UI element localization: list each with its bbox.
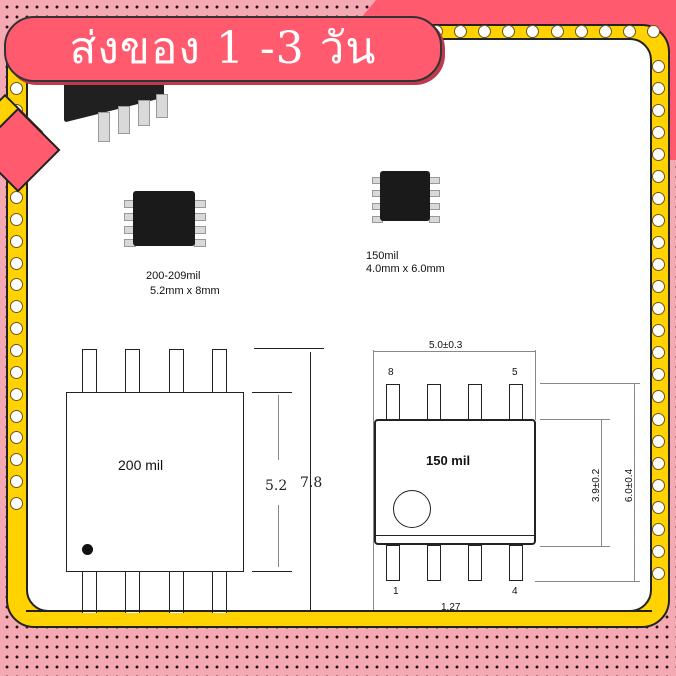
frame-dots-top — [430, 25, 660, 39]
caption-200mil-line1: 200-209mil — [146, 270, 201, 282]
caption-150mil-line1: 150mil — [366, 250, 399, 262]
diamond-decoration — [0, 93, 61, 193]
dim-150mil-width: 5.0±0.3 — [429, 340, 463, 351]
drawing-150mil-label: 150 mil — [426, 453, 471, 468]
dim-200mil-total: 7.8 — [300, 475, 323, 491]
content-bottom-border — [26, 610, 652, 612]
pin-label-5: 5 — [512, 367, 518, 378]
frame-dots-right — [652, 60, 666, 580]
caption-200mil-line2: 5.2mm x 8mm — [150, 285, 220, 297]
pin-label-8: 8 — [388, 367, 394, 378]
dim-200mil-body: 5.2 — [265, 478, 288, 494]
pin1-marker-circle — [393, 490, 431, 528]
dim-150mil-total: 6.0±0.4 — [624, 468, 636, 503]
pin1-marker-dot — [82, 544, 93, 555]
chip-photo-200mil — [133, 191, 195, 246]
drawing-200mil-label: 200 mil — [118, 457, 164, 473]
pin-label-4: 4 — [512, 586, 518, 597]
chip-photo-150mil — [380, 171, 430, 221]
pin-label-1: 1 — [393, 586, 399, 597]
delivery-banner: ส่งของ 1 -3 วัน — [4, 16, 442, 82]
banner-text: ส่งของ 1 -3 วัน — [69, 23, 377, 74]
caption-150mil-line2: 4.0mm x 6.0mm — [366, 263, 445, 275]
dim-150mil-pitch: 1.27 — [441, 602, 461, 613]
dim-150mil-body: 3.9±0.2 — [591, 468, 603, 503]
